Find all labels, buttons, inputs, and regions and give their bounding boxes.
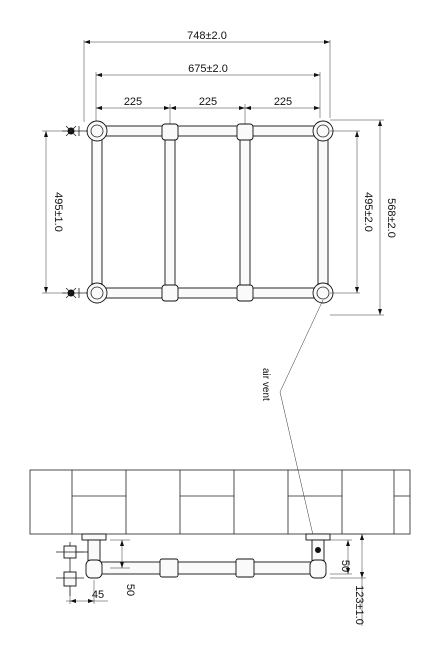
right-leg bbox=[317, 131, 329, 293]
dim-spacing-1: 225 bbox=[124, 96, 142, 108]
joint bbox=[236, 284, 254, 302]
front-view: 748±2.0 675±2.0 225 225 225 bbox=[42, 30, 397, 316]
plan-rail bbox=[99, 561, 313, 575]
dim-centre-width: 675±2.0 bbox=[188, 63, 228, 75]
corner-fitting bbox=[86, 120, 108, 142]
plan-valve bbox=[56, 542, 88, 596]
bottom-rail bbox=[93, 287, 327, 299]
air-vent-label: air vent bbox=[260, 368, 271, 401]
wall-block bbox=[29, 469, 411, 535]
top-rail bbox=[93, 125, 327, 137]
dim-spacing-2: 225 bbox=[199, 96, 217, 108]
valve-top bbox=[62, 125, 88, 137]
air-vent-callout: air vent bbox=[260, 299, 324, 549]
dim-overall-width: 748±2.0 bbox=[187, 30, 227, 42]
plan-joint bbox=[235, 558, 255, 578]
corner-fitting bbox=[86, 282, 108, 304]
wall-plate bbox=[81, 533, 107, 541]
joint bbox=[161, 284, 179, 302]
dim-left-height: 495±1.0 bbox=[52, 192, 64, 232]
air-vent-marker bbox=[315, 547, 321, 553]
plan-corner bbox=[85, 559, 103, 579]
left-leg bbox=[91, 131, 103, 293]
plan-corner bbox=[309, 559, 327, 579]
dim-side-pipe-right: 50 bbox=[339, 560, 351, 572]
dim-wall-offset: 123±1.0 bbox=[353, 585, 365, 625]
wall-plate bbox=[305, 533, 331, 541]
valve-bottom bbox=[62, 287, 88, 299]
dim-side-pipe: 50 bbox=[124, 584, 136, 596]
dim-right-overall-height: 568±2.0 bbox=[385, 198, 397, 238]
dim-side-offset: 45 bbox=[92, 589, 104, 601]
plan-joint bbox=[159, 558, 179, 578]
centre-bar-right bbox=[239, 131, 251, 293]
joint bbox=[236, 123, 254, 141]
dim-right-inner-height: 495±2.0 bbox=[362, 192, 374, 232]
joint bbox=[161, 123, 179, 141]
valve-body bbox=[63, 571, 77, 587]
centre-bar-left bbox=[164, 131, 176, 293]
dim-spacing-3: 225 bbox=[274, 96, 292, 108]
plan-view: 45 50 50 123±1.0 bbox=[29, 469, 411, 626]
